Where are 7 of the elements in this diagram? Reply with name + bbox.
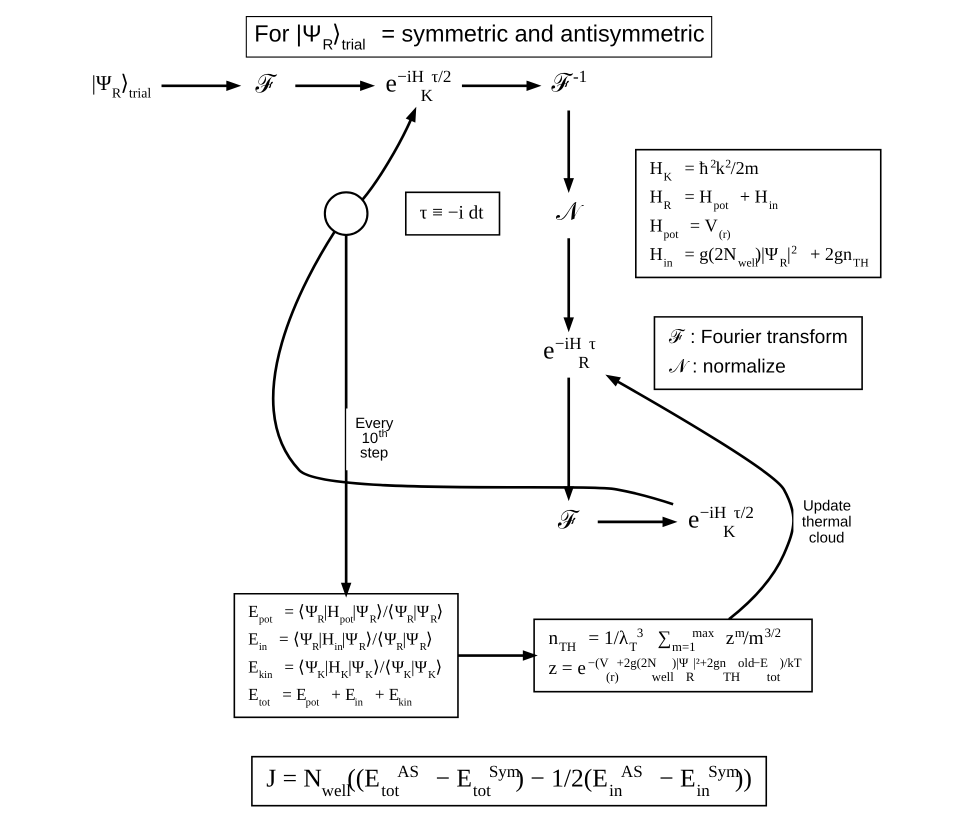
diagram-title: For |Ψ$_{R}$⟩$_{trial}$ = symmetric and antisymmetric [254,20,705,54]
edge-label: Every 10$^{th}$ step [355,416,394,462]
edge-label: Update thermal cloud [802,498,852,546]
node-text: ℱ [256,69,277,98]
node-text: ℱ$^{-1}$ [552,66,588,98]
node-text: |Ψ$_{R}$⟩$_{trial}$ [92,71,152,101]
node-text: ℱ [558,505,580,534]
